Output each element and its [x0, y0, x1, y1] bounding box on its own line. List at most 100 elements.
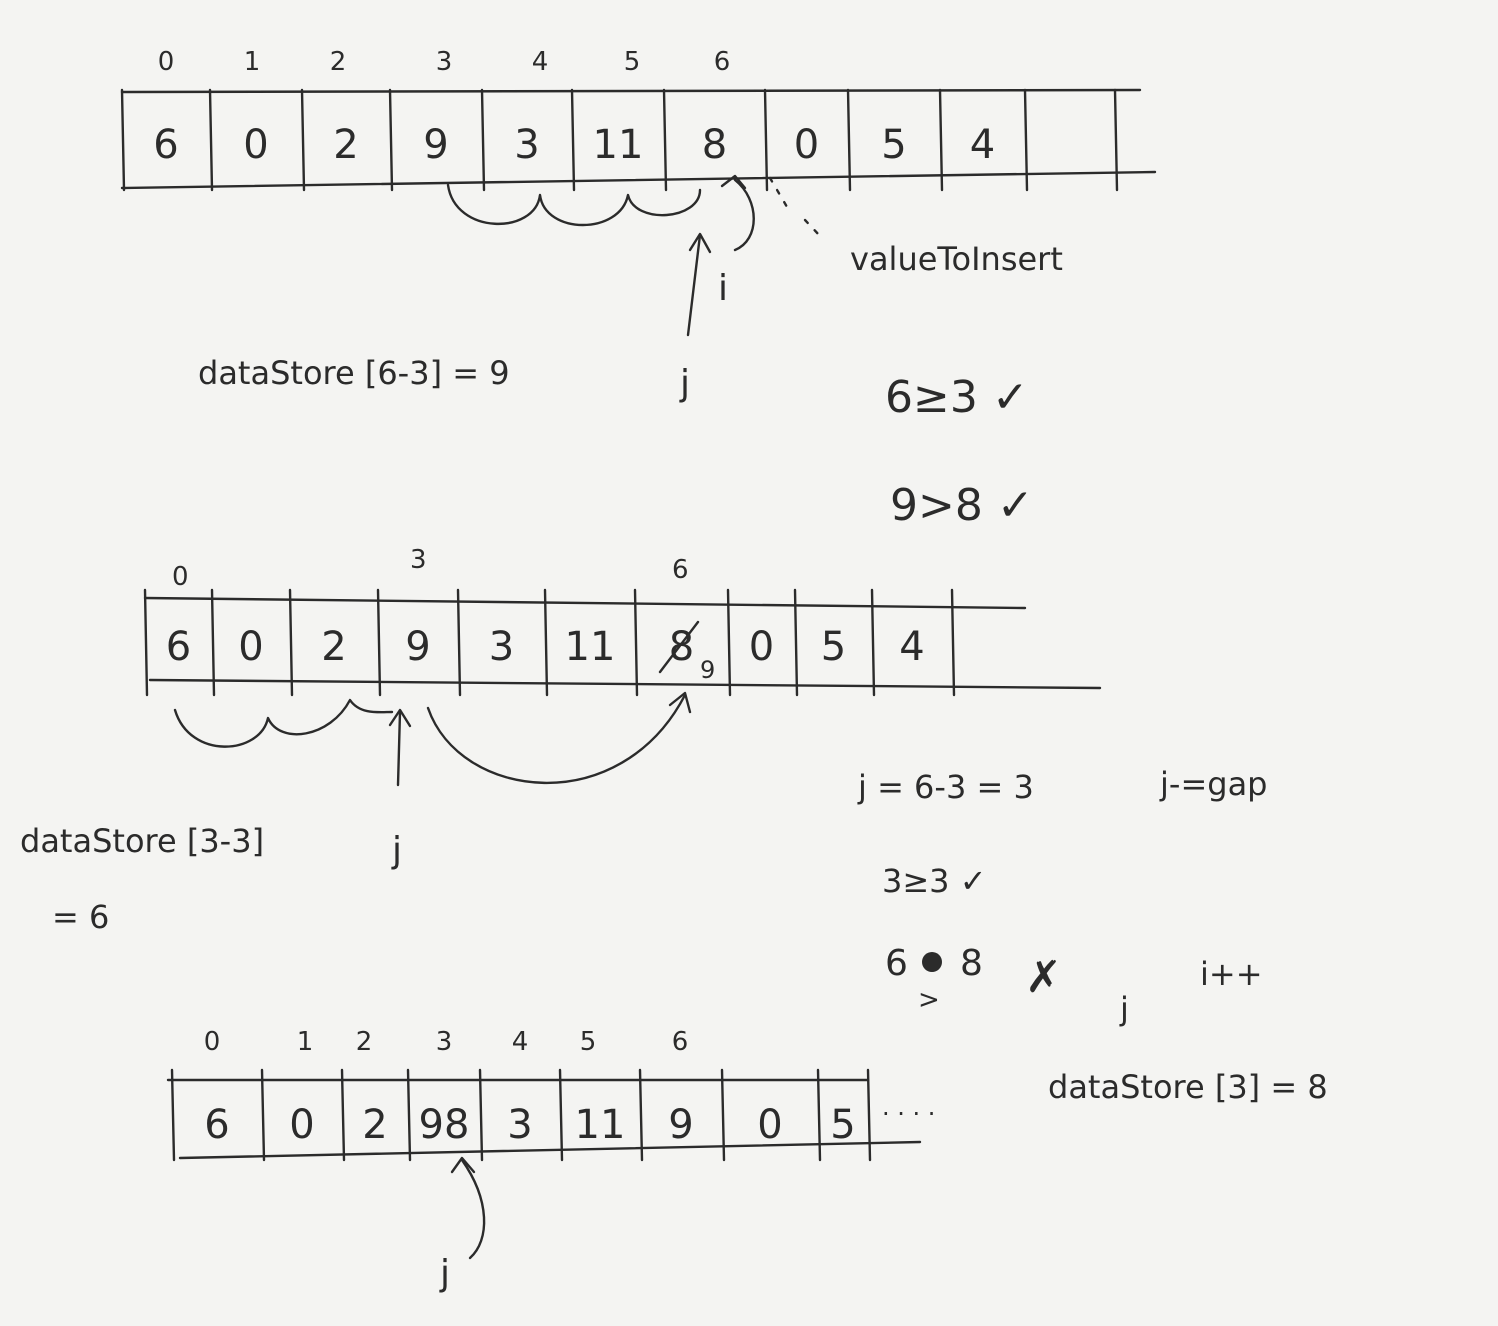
a2-cell: 4 [899, 624, 924, 670]
a2-divider [870, 588, 876, 697]
cross-mark: ✗ [1025, 952, 1062, 1003]
gap-jump-arcs-1 [446, 183, 702, 227]
a1-index: 2 [330, 47, 347, 77]
lookup-2-line1: dataStore [3-3] [20, 822, 264, 860]
j-label-1: j [679, 363, 690, 404]
a3-index: 0 [204, 1027, 221, 1057]
a2-cell: 2 [321, 624, 346, 670]
a2-divider [543, 588, 549, 697]
a1-cell: 8 [702, 122, 727, 168]
a2-divider [793, 588, 799, 697]
check-1a: 6≥3 ✓ [885, 372, 1029, 423]
a3-divider [558, 1068, 564, 1162]
array-2-index-3: 3 [410, 545, 427, 575]
a1-cell: 6 [153, 122, 178, 168]
array-2-cell-dividers [143, 588, 956, 697]
a3-cell: 0 [289, 1102, 314, 1148]
j-arrowhead-1 [688, 232, 712, 254]
overwrite-9: 9 [700, 656, 715, 684]
a1-index: 1 [244, 47, 261, 77]
a2-divider [288, 588, 294, 697]
value-to-insert-arrowhead [720, 174, 747, 190]
a3-cell: 2 [362, 1102, 387, 1148]
array-3-cell-dividers [170, 1068, 872, 1162]
greater-than-note: > [918, 985, 940, 1015]
a1-divider [570, 88, 576, 192]
gap-jump-arcs-2 [173, 698, 394, 748]
a1-cell: 0 [243, 122, 268, 168]
a2-cell: 3 [489, 624, 514, 670]
a2-cell: 11 [565, 624, 616, 670]
array-1-cell-dividers [120, 88, 1119, 192]
shift-arrowhead [668, 691, 692, 714]
array-2-bottom-edge [148, 678, 1102, 690]
array-2-top-edge [143, 596, 1027, 610]
j-arrowhead-2 [388, 708, 412, 728]
a3-index: 5 [580, 1027, 597, 1057]
a2-cell: 9 [405, 624, 430, 670]
a1-index: 6 [714, 47, 731, 77]
array-1-bottom-edge [120, 170, 1157, 190]
scribble-out [922, 952, 942, 972]
a1-index: 4 [532, 47, 549, 77]
array-1-top-edge [120, 88, 1142, 94]
a3-divider [816, 1068, 822, 1162]
a3-cell: 11 [575, 1102, 626, 1148]
j-note: j [1119, 990, 1129, 1028]
shift-arrow [426, 693, 687, 785]
a1-cell: 2 [333, 122, 358, 168]
a1-divider [938, 88, 944, 192]
a3-divider [638, 1068, 644, 1162]
j-label-2: j [391, 830, 402, 871]
a1-index: 5 [624, 47, 641, 77]
a1-index: 3 [436, 47, 453, 77]
a1-divider [1023, 88, 1029, 192]
a2-cell: 6 [166, 624, 191, 670]
a1-divider [1113, 88, 1119, 192]
a2-cell: 0 [238, 624, 263, 670]
a3-cell: 6 [204, 1102, 229, 1148]
a3-cell: 5 [830, 1102, 855, 1148]
a3-divider [406, 1068, 412, 1162]
a2-divider [456, 588, 462, 697]
a1-divider [662, 88, 668, 192]
a3-cell: 3 [507, 1102, 532, 1148]
lookup-1: dataStore [6-3] = 9 [198, 354, 510, 392]
check-2a: 3≥3 ✓ [882, 862, 987, 900]
a3-index: 3 [436, 1027, 453, 1057]
a3-cell: 9 [668, 1102, 693, 1148]
j-label-3: j [439, 1253, 450, 1294]
strike-8 [658, 620, 700, 674]
a3-index: 6 [672, 1027, 689, 1057]
array-2-index-0: 0 [172, 562, 189, 592]
a1-divider [300, 88, 306, 192]
a1-cell: 9 [423, 122, 448, 168]
a3-index: 1 [297, 1027, 314, 1057]
a1-cell: 3 [514, 122, 539, 168]
a2-divider [143, 588, 149, 697]
j-update: j = 6-3 = 3 [857, 768, 1034, 806]
a2-divider [633, 588, 639, 697]
a2-cell: 5 [821, 624, 846, 670]
dotted-pointer [768, 176, 822, 238]
check-2b-left: 6 [885, 943, 908, 984]
a1-divider [388, 88, 394, 192]
a3-divider [170, 1068, 176, 1162]
a3-index: 2 [356, 1027, 373, 1057]
a1-divider [763, 88, 769, 192]
a3-divider [260, 1068, 266, 1162]
check-2b-right: 8 [960, 943, 983, 984]
value-to-insert-arrow [733, 178, 755, 252]
array-3-bottom-edge [178, 1140, 922, 1160]
ellipsis: · · · · [882, 1100, 935, 1128]
a1-cell: 4 [970, 122, 995, 168]
a1-divider [846, 88, 852, 192]
a1-divider [120, 88, 126, 192]
